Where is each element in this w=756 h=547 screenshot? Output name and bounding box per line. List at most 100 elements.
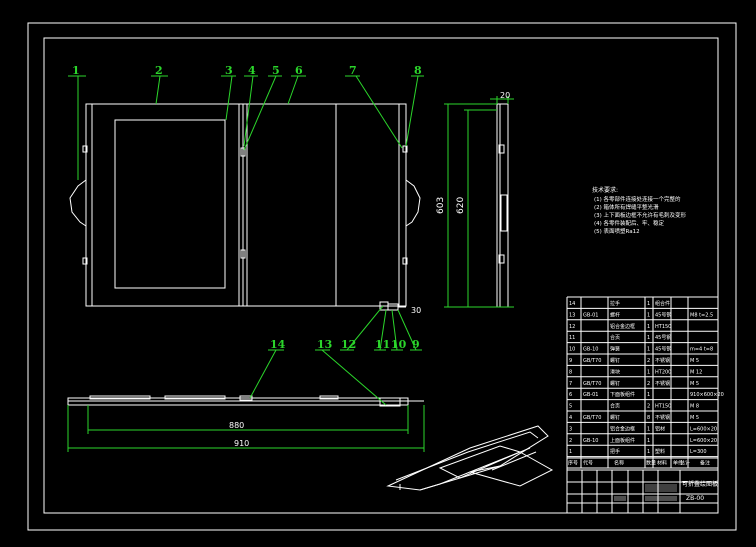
bom-cell-qty: 1 [647,426,650,432]
bom-cell-no: 3 [569,426,572,432]
dim-thickness: 20 [500,91,510,100]
bom-cell-note: L=300 [690,449,707,455]
bom-cell-material: 45号钢 [655,334,671,341]
bom-cell-qty: 1 [647,335,650,341]
bom-cell-material: HT150 [655,404,671,410]
technical-notes: 技术要求: (1) 各零部件连接处连接一个完整的 (2) 箱体所有焊缝平整光滑 … [592,186,687,235]
bom-cell-qty: 2 [647,381,650,387]
balloon-5: 5 [272,64,280,77]
bom-cell-no: 4 [569,415,572,421]
balloon-12: 12 [341,338,356,351]
bom-cell-material: 不锈钢 [655,380,670,387]
bom-cell-qty: 1 [647,369,650,375]
notes-title: 技术要求: [592,186,618,194]
bom-table [566,296,719,469]
bom-cell-note: m=4 t=8 [690,347,713,353]
bom-cell-no: 12 [569,324,575,330]
balloon-13: 13 [317,338,332,351]
bom-cell-no: 2 [569,438,572,444]
bom-cell-name: 弹簧 [610,346,620,353]
drawing-number: ZB-00 [686,495,704,502]
bom-cell-note: M 5 [690,358,699,364]
dim-inner-width: 880 [229,421,244,430]
bom-cell-no: 8 [569,369,572,375]
bom-cell-no: 14 [569,301,575,307]
bom-header-cell: 数量 [646,460,656,467]
leader-lines [68,75,424,406]
bom-cell-note: L=600×20 [690,438,717,444]
balloon-11: 11 [375,338,390,351]
bom-cell-code: GB/T70 [583,358,601,364]
bom-cell-note: 910×600×20 [690,392,724,398]
bom-header-cell: 序号 [568,460,578,467]
bom-cell-no: 5 [569,404,572,410]
bom-cell-qty: 2 [647,358,650,364]
bom-cell-material: 组合件 [655,300,670,307]
drawing-title: 可折叠绘图板 [682,480,718,488]
title-block [566,457,719,514]
bom-cell-no: 11 [569,335,575,341]
bom-cell-qty: 1 [647,312,650,318]
balloon-4: 4 [248,64,256,77]
bom-cell-no: 1 [569,449,572,455]
bom-cell-name: 合页 [610,334,620,341]
bom-cell-name: 拉手 [610,300,620,307]
bom-header-cell: 代号 [583,460,593,467]
bom-cell-name: 铝合金边框 [610,323,635,330]
bom-header-cell: 名称 [614,460,624,467]
bom-cell-note: M8 t=2.5 [690,312,713,318]
bom-cell-material: 45号钢 [655,346,671,353]
bom-cell-name: 螺杆 [610,311,620,318]
bom-cell-material: 45号钢 [655,311,671,318]
bom-cell-qty: 1 [647,324,650,330]
bom-cell-material: HT150 [655,324,671,330]
note-line: (3) 上下面板边框不允许有毛刺及变形 [594,211,687,219]
bom-cell-qty: 2 [647,404,650,410]
isometric-sketch [386,425,554,491]
bom-cell-qty: 1 [647,301,650,307]
bom-cell-name: 螺钉 [610,357,620,364]
bom-cell-material: 不锈钢 [655,357,670,364]
bom-cell-material: 不锈钢 [655,414,670,421]
bom-cell-no: 6 [569,392,572,398]
bom-cell-name: 螺钉 [610,380,620,387]
balloon-8: 8 [414,64,422,77]
bom-cell-code: GB-10 [583,438,598,444]
balloon-6: 6 [295,64,303,77]
bom-cell-name: 滑块 [610,368,620,375]
bom-cell-no: 10 [569,347,575,353]
note-line: (4) 各零件装配后、牢、稳定 [594,219,665,227]
dim-outer-width: 910 [234,439,249,448]
balloon-2: 2 [155,64,163,77]
bom-cell-code: GB/T70 [583,415,601,421]
balloon-1: 1 [72,64,80,77]
bom-cell-code: GB/T70 [583,381,601,387]
balloon-10: 10 [391,338,407,351]
balloon-7: 7 [349,64,357,77]
outer-border [27,22,737,531]
bom-header-cell: 备注 [700,460,710,467]
bom-cell-no: 13 [569,312,575,318]
balloon-3: 3 [225,64,233,77]
front-view [69,103,421,311]
bom-cell-code: GB-01 [583,392,598,398]
bom-cell-code: GB-10 [583,347,598,353]
bom-cell-qty: 1 [647,438,650,444]
bom-cell-name: 把手 [610,448,620,455]
bom-cell-name: 上面板组件 [610,437,635,444]
balloon-14: 14 [270,338,286,351]
bom-cell-name: 螺钉 [610,414,620,421]
bom-header-cell: 总计 [680,460,690,467]
bom-cell-code: GB-01 [583,312,598,318]
balloon-labels: 1 2 3 4 5 6 7 8 9 10 11 12 13 14 [72,64,422,351]
bom-cell-no: 9 [569,358,572,364]
bom-cell-note: M 12 [690,369,702,375]
note-line: (2) 箱体所有焊缝平整光滑 [594,203,659,211]
bom-cell-note: L=600×20 [690,426,717,432]
bom-cell-name: 铝合金边框 [610,425,635,432]
dim-small: 30 [411,306,421,315]
bom-cell-note: M 5 [690,415,699,421]
bom-cell-qty: 8 [647,415,650,421]
